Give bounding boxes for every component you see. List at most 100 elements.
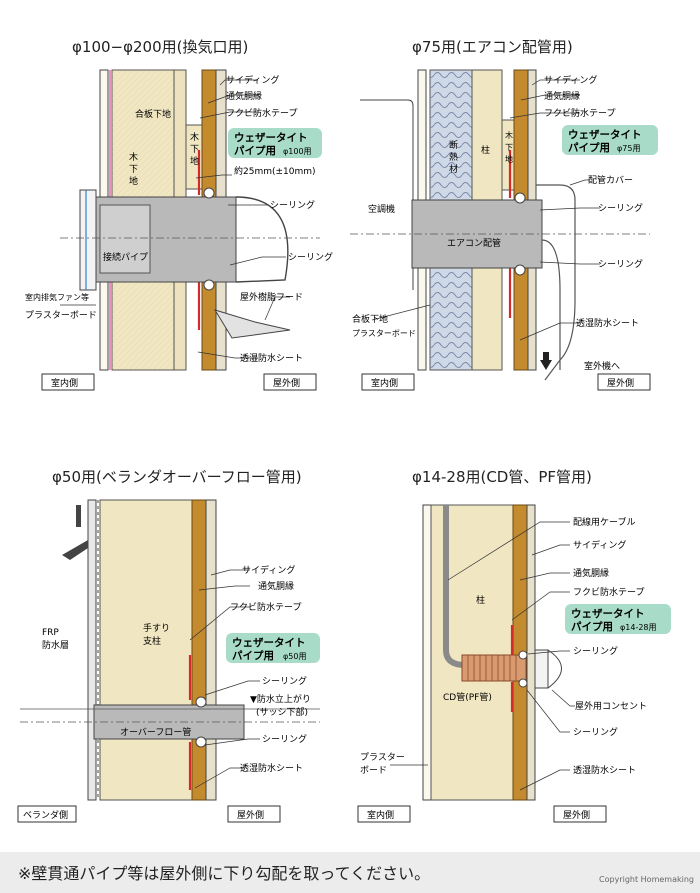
panel2-outdoor-tag: 屋外側 [607,377,634,389]
panel2-sealing1-label: シーリング [598,202,643,214]
footer-bar: ※壁貫通パイプ等は屋外側に下り勾配を取ってください。 Copyright Hom… [0,852,700,893]
panel3-title: φ50用(ベランダオーバーフロー管用) [52,468,302,486]
panel4-tape-label: フクビ防水テープ [573,586,644,598]
panel4-cd-pipe [461,654,527,682]
panel1-product-callout [228,128,322,158]
panel3-post2-label: 支柱 [143,635,161,647]
panel1-tape-label: フクビ防水テープ [226,107,297,119]
panel2-wood3-label: 地 [505,154,513,164]
panel1-hood-label: 屋外樹脂フード [240,291,303,303]
panel3-siding [205,499,217,801]
panel1-siding-label: サイディング [226,74,279,86]
panel2-diagram: サイディング 通気胴縁 フクビ防水テープ 断 熱 材 柱 木 下 地 ウェザータ… [350,69,658,391]
panel2-wood1-label: 木 [505,130,513,140]
panel1-woodbase1-label: 木 [190,131,199,143]
panel3-product-callout [226,633,320,663]
panel4-indoor-tag: 室内側 [367,809,394,821]
panel2-siding-label: サイディング [544,74,597,86]
panel3-diagram: サイディング 通気胴縁 フクビ防水テープ FRP 防水層 手すり 支柱 ウェザー… [17,499,320,823]
panel4-sealing2-label: シーリング [573,726,618,738]
panel1-diagram: サイディング 通気胴縁 合板下地 フクビ防水テープ 木 下 地 木 下 地 ウェ… [25,69,333,391]
panel4-product-callout [565,604,671,634]
panel3-sealing1-label: シーリング [262,675,307,687]
panel1-sealing1-label: シーリング [270,199,315,211]
panel3-post [99,499,193,801]
panel2-product-size: φ75用 [617,144,640,153]
panel4-product-type: パイプ用 [571,620,613,633]
panel1-pipe-label: 接続パイプ [103,251,148,263]
panel1-sealing2-label: シーリング [288,251,333,263]
panel2-insul1-label: 断 [449,139,458,151]
panel4-pillar-label: 柱 [476,594,485,606]
panel1-woodbase2-label: 下 [190,145,199,155]
panel1-title: φ100−φ200用(換気口用) [72,38,249,56]
panel1-gap-label: 約25mm(±10mm) [234,165,316,177]
panel1-outdoor-tag: 屋外側 [273,377,300,389]
panel3-frp-layer [87,499,97,801]
panel1-wood2-label: 下 [129,165,138,175]
panel1-product-name: ウェザータイト [234,132,308,144]
panel4-plaster2-label: ボード [360,765,387,776]
panel4-plaster-board [422,504,432,801]
panel1-wood3-label: 地 [129,175,138,187]
panel4-cable-label: 配線用ケーブル [573,516,635,528]
panel4-product-size: φ14-28用 [620,623,657,632]
panel1-product-type: パイプ用 [234,144,276,157]
panel2-pipe-label: エアコン配管 [447,237,501,249]
panel2-wood2-label: 下 [505,143,513,152]
panel3-tape-label: フクビ防水テープ [230,601,301,613]
panel3-furring-label: 通気胴縁 [258,580,294,592]
panel3-rise1-label: ▼防水立上がり [250,693,311,705]
panel3-rise2-label: (サッシ下部) [256,706,308,718]
panel2-sealing2-label: シーリング [598,258,643,270]
panel2-product-callout [562,125,658,155]
panel4-outlet-label: 屋外用コンセント [575,700,647,712]
panel2-indoor-tag: 室内側 [371,377,398,389]
panel4-siding [526,504,536,801]
panel2-tape-label: フクビ防水テープ [544,107,615,119]
panel1-furring-label: 通気胴縁 [226,90,262,102]
panel2-plaster-label: プラスターボード [352,329,416,338]
panel2-furring-label: 通気胴縁 [544,90,580,102]
panel4-product-name: ウェザータイト [571,608,645,620]
panel3-sealing2-label: シーリング [262,733,307,745]
panel2-tounit-label: 室外機へ [584,360,620,372]
panel3-siding-label: サイディング [242,564,295,576]
panel2-title: φ75用(エアコン配管用) [412,38,573,56]
panel4-plaster1-label: プラスター [360,752,405,763]
panel3-product-size: φ50用 [283,652,306,661]
panel2-product-type: パイプ用 [568,141,610,154]
panel4-cable [443,505,466,668]
footer-note: ※壁貫通パイプ等は屋外側に下り勾配を取ってください。 [18,864,431,883]
panel3-frp1-label: FRP [42,628,59,638]
panel2-cover-label: 配管カバー [588,174,633,186]
panel3-outdoor-tag: 屋外側 [237,809,264,821]
panel1-indoor-tag: 室内側 [51,377,78,389]
panel2-pillar-label: 柱 [481,144,490,156]
panel1-plaster-label: プラスターボード [25,310,97,321]
panel3-product-type: パイプ用 [232,649,274,662]
panel3-product-name: ウェザータイト [232,637,306,649]
panel1-product-size: φ100用 [283,147,312,156]
installation-diagrams: サイディング 通気胴縁 合板下地 フクビ防水テープ 木 下 地 木 下 地 ウェ… [17,69,671,823]
panel2-insul2-label: 熱 [449,151,458,163]
panel3-indoor-tag: ベランダ側 [23,809,68,821]
panel3-sheet-label: 透湿防水シート [240,762,303,774]
copyright: Copyright Homemaking [599,875,694,884]
panel2-plywood-label: 合板下地 [352,313,388,325]
panel2-product-name: ウェザータイト [568,129,642,141]
panel4-siding-label: サイディング [573,539,626,551]
panel4-title: φ14-28用(CD管、PF管用) [412,468,592,486]
panel3-pipe-label: オーバーフロー管 [120,726,191,738]
panel3-post1-label: 手すり [143,622,170,634]
panel4-cd-label: CD管(PF管) [443,691,492,703]
panel1-sheet-label: 透湿防水シート [240,352,303,364]
panel4-sealing1-label: シーリング [573,645,618,657]
panel4-furring-label: 通気胴縁 [573,567,609,579]
panel4-diagram: 配線用ケーブル サイディング 柱 通気胴縁 フクビ防水テープ ウェザータイト パ… [357,504,671,823]
panel4-sheet-label: 透湿防水シート [573,764,636,776]
panel2-sheet-label: 透湿防水シート [576,317,639,329]
panel2-ac-label: 空調機 [368,203,395,215]
panel1-woodbase3-label: 地 [190,155,199,167]
panel3-frp2-label: 防水層 [42,639,69,651]
